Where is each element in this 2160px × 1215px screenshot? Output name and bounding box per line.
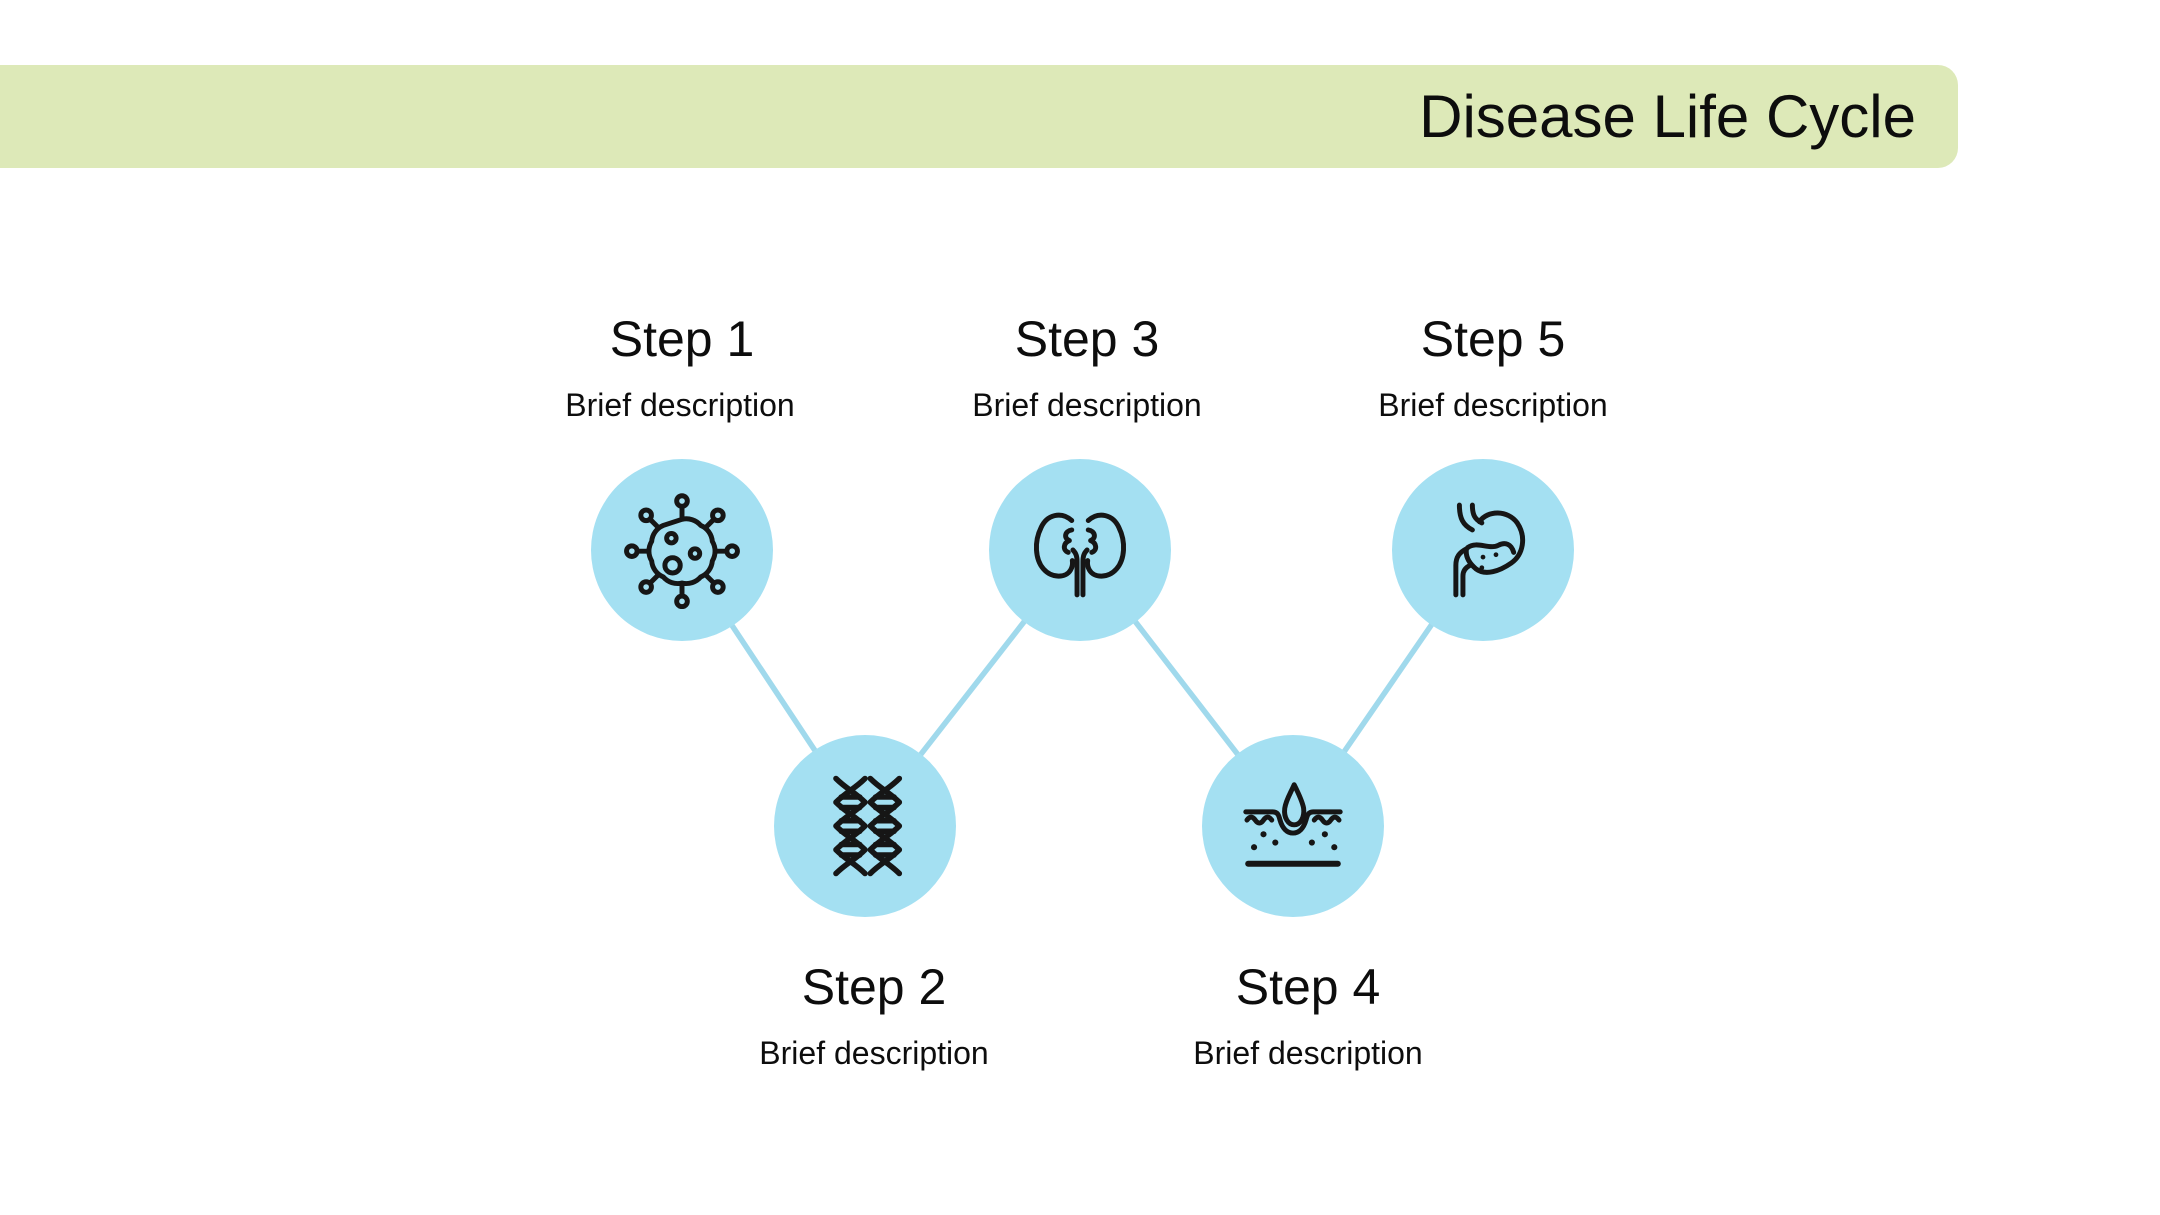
dna-icon [833, 775, 903, 877]
step-1-description: Brief description [565, 387, 795, 423]
step-2-description: Brief description [759, 1035, 989, 1071]
step-1-title: Step 1 [609, 311, 755, 367]
step-2-circle [774, 735, 956, 917]
step-1-circle [591, 459, 773, 641]
virus-icon [624, 493, 740, 609]
step-4-description: Brief description [1193, 1035, 1423, 1071]
step-4-title: Step 4 [1235, 959, 1381, 1015]
step-3-circle [989, 459, 1171, 641]
step-3-description: Brief description [972, 387, 1202, 423]
step-5-description: Brief description [1378, 387, 1608, 423]
kidneys-icon [1034, 512, 1126, 598]
step-4-circle [1202, 735, 1384, 917]
stomach-icon [1453, 502, 1526, 598]
skin-icon [1243, 782, 1343, 867]
step-2-title: Step 2 [801, 959, 947, 1015]
title-banner: Disease Life Cycle [0, 65, 1958, 168]
page-title: Disease Life Cycle [1419, 83, 1916, 150]
step-5-circle [1392, 459, 1574, 641]
step-3-title: Step 3 [1014, 311, 1160, 367]
step-5-title: Step 5 [1420, 311, 1566, 367]
